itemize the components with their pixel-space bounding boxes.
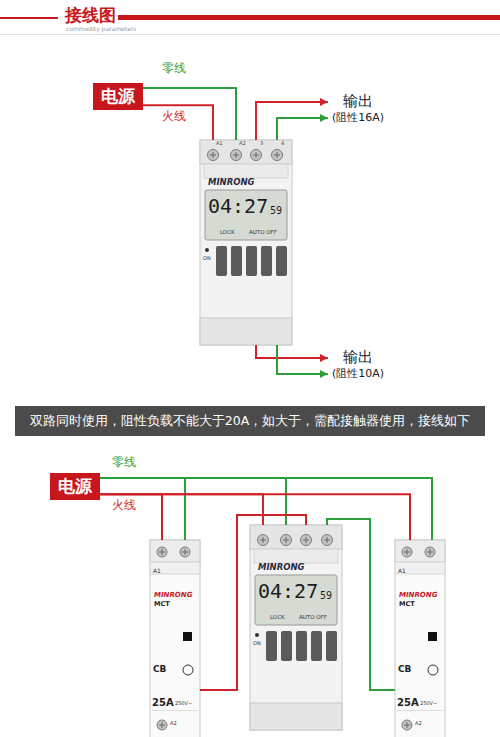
wire: [256, 345, 328, 358]
wire-name: 火线: [162, 110, 186, 122]
wire-name: 火线: [112, 499, 136, 511]
node-text: MCT: [399, 600, 445, 608]
timer-switch: MINRONG: [250, 525, 342, 737]
cert-mark: CB: [398, 665, 411, 674]
terminal-mark: A1: [216, 141, 223, 146]
display-time: 04:27: [208, 196, 268, 216]
terminal-mark: A1: [153, 568, 161, 574]
page-title: 接线图: [65, 7, 116, 24]
rating-mark: 25A: [397, 698, 419, 708]
terminal-mark: A2: [170, 721, 177, 726]
output-terminal: 输出(阻性16A): [328, 92, 388, 125]
power-box: 电源: [93, 83, 143, 110]
led-mark: ON: [253, 641, 261, 646]
display-mark: AUTO OFF: [299, 615, 327, 621]
wire: [100, 494, 410, 540]
wire: [327, 519, 395, 690]
led-mark: ON: [203, 256, 211, 261]
node-text: (阻性10A): [332, 367, 384, 381]
wire: [277, 345, 328, 374]
node-text: 电源: [101, 86, 135, 107]
wire: [100, 478, 286, 525]
wire-name: 零线: [162, 62, 186, 74]
display-time: 04:27: [258, 581, 318, 601]
terminal-mark: 3: [260, 141, 263, 146]
wire: [277, 118, 328, 140]
power-box: 电源: [50, 473, 100, 500]
wire: [100, 478, 432, 540]
note-band: 双路同时使用，阻性负载不能大于20A，如大于，需配接触器使用，接线如下: [15, 406, 485, 436]
output-terminal: 输出(阻性10A): [328, 348, 388, 381]
wire-name: 零线: [112, 456, 136, 468]
node-text: 输出: [332, 348, 384, 367]
wire: [200, 515, 306, 690]
node-text: MINRONG: [154, 591, 200, 600]
terminal-mark: A1: [398, 568, 406, 574]
cert-mark: CB: [153, 665, 166, 674]
display-mark: LOCK: [270, 615, 285, 621]
wire: [100, 478, 185, 540]
node-text: (阻性16A): [332, 111, 384, 125]
display-mark: LOCK: [220, 230, 235, 236]
rating-mark: 250V~: [420, 701, 437, 706]
node-text: MINRONG: [208, 177, 292, 188]
terminal-mark: 4: [281, 141, 284, 146]
node-text: 输出: [332, 92, 384, 111]
node-text: MINRONG: [399, 591, 445, 600]
rating-mark: 25A: [152, 698, 174, 708]
display-seconds: 59: [320, 591, 332, 601]
wire: [256, 102, 328, 140]
wire: [100, 494, 263, 525]
node-text: MCT: [154, 600, 200, 608]
rating-mark: 250V~: [175, 701, 192, 706]
subtitle: commodity parameters: [66, 26, 136, 32]
terminal-mark: A2: [415, 721, 422, 726]
terminal-mark: A2: [239, 141, 246, 146]
wire: [100, 494, 162, 540]
wire: [143, 105, 213, 140]
node-text: 电源: [58, 476, 92, 497]
wire: [143, 88, 236, 140]
node-text: MINRONG: [258, 562, 342, 573]
node-text: 双路同时使用，阻性负载不能大于20A，如大于，需配接触器使用，接线如下: [21, 413, 479, 429]
display-mark: AUTO OFF: [249, 230, 277, 236]
display-seconds: 59: [270, 206, 282, 216]
timer-switch: MINRONG: [200, 140, 292, 345]
